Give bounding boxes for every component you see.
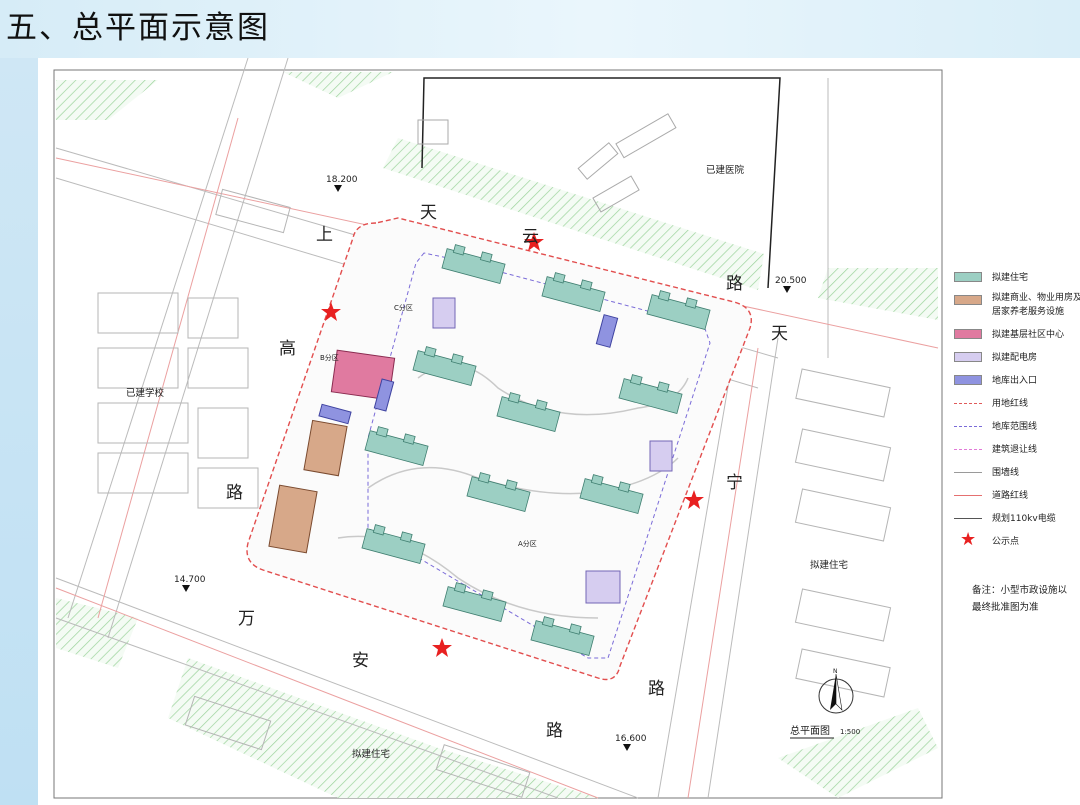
zone-b-label: B分区 (320, 353, 339, 362)
site-plan-sheet: 18.200 20.500 14.700 16.600 上 高 路 天 云 路 … (38, 58, 1080, 805)
legend-item: 拟建商业、物业用房及居家养老服务设施 (954, 289, 1080, 323)
legend-label: 拟建基层社区中心 (992, 330, 1065, 340)
road-label-shanggao: 上 (316, 225, 333, 245)
zone-a-label: A分区 (518, 539, 537, 548)
road-label-tianyun: 路 (726, 274, 743, 294)
legend-label: 拟建住宅 (992, 273, 1029, 283)
legend-line (954, 403, 982, 404)
basement-entrances (318, 314, 619, 425)
legend-item: 拟建基层社区中心 (954, 323, 1080, 346)
legend: 拟建住宅 拟建商业、物业用房及居家养老服务设施 拟建基层社区中心 拟建配电房 地… (954, 266, 1080, 553)
commercial-building-1 (303, 419, 348, 477)
community-center (330, 349, 396, 401)
legend-label: 围墙线 (992, 468, 1020, 478)
zone-c-label: C分区 (394, 303, 413, 312)
page-title: 五、总平面示意图 (6, 10, 270, 46)
elevation-label: 18.200 (326, 175, 358, 185)
legend-swatch (954, 329, 982, 339)
commercial-building-2 (268, 484, 318, 554)
site-red-line (246, 217, 752, 681)
legend-line (954, 449, 982, 450)
residential-south-label: 拟建住宅 (352, 748, 390, 760)
hospital-label: 已建医院 (706, 164, 745, 176)
star-icon: ★ (960, 529, 977, 550)
green-verges (56, 72, 938, 798)
legend-item: 拟建住宅 (954, 266, 1080, 289)
legend-swatch (954, 295, 982, 305)
north-arrow (818, 673, 854, 714)
north-label: N (833, 668, 838, 675)
plan-title: 总平面图 (790, 724, 830, 737)
notice-point-stars (321, 232, 704, 657)
legend-line (954, 495, 982, 496)
legend-label: 拟建配电房 (992, 353, 1038, 363)
legend-line (954, 472, 982, 473)
site-plan-drawing: 18.200 20.500 14.700 16.600 上 高 路 天 云 路 … (53, 58, 943, 799)
legend-label: 建筑退让线 (992, 445, 1038, 455)
road-label-wanan: 万 (238, 609, 255, 629)
legend-label: 地库范围线 (992, 422, 1038, 432)
legend-item: 地库范围线 (954, 415, 1080, 438)
legend-swatch (954, 352, 982, 362)
legend-item: 围墙线 (954, 461, 1080, 484)
legend-item: 拟建配电房 (954, 346, 1080, 369)
road-label-tianyun: 天 (420, 203, 437, 223)
elevation-label: 20.500 (775, 276, 807, 286)
road-label-wanan: 路 (546, 721, 563, 741)
school-label: 已建学校 (126, 387, 165, 399)
legend-item: 用地红线 (954, 392, 1080, 415)
road-label-tianning: 天 (771, 324, 788, 344)
side-decoration (0, 58, 38, 805)
residential-buildings (361, 244, 711, 656)
power-rooms (432, 297, 673, 604)
legend-label: 公示点 (992, 537, 1020, 547)
road-label-tianyun: 云 (522, 227, 539, 247)
legend-label: 道路红线 (992, 491, 1029, 501)
road-label-shanggao: 高 (279, 339, 296, 359)
legend-item: 建筑退让线 (954, 438, 1080, 461)
legend-label: 规划110kv电缆 (992, 514, 1056, 524)
hospital-boundary (421, 77, 781, 289)
legend-line (954, 518, 982, 519)
residential-east-label: 拟建住宅 (810, 559, 848, 571)
elevation-label: 16.600 (615, 734, 647, 744)
note: 备注：小型市政设施以 最终批准图为准 (972, 582, 1080, 616)
legend-item: ★ 公示点 (954, 530, 1080, 553)
legend-swatch (954, 272, 982, 282)
note-line: 最终批准图为准 (972, 602, 1039, 613)
legend-item: 道路红线 (954, 484, 1080, 507)
plan-scale: 1:500 (840, 728, 860, 736)
legend-item: 地库出入口 (954, 369, 1080, 392)
road-label-tianning: 路 (648, 679, 665, 699)
road-label-tianning: 宁 (726, 473, 743, 493)
legend-label: 地库出入口 (992, 376, 1038, 386)
basement-range (367, 252, 711, 659)
legend-line (954, 426, 982, 427)
elevation-label: 14.700 (174, 575, 206, 585)
legend-label: 用地红线 (992, 399, 1029, 409)
road-label-shanggao: 路 (226, 483, 243, 503)
legend-label: 拟建商业、物业用房及居家养老服务设施 (992, 293, 1080, 317)
legend-item: 规划110kv电缆 (954, 507, 1080, 530)
legend-swatch (954, 375, 982, 385)
note-line: 备注：小型市政设施以 (972, 585, 1068, 596)
road-label-wanan: 安 (352, 651, 369, 671)
